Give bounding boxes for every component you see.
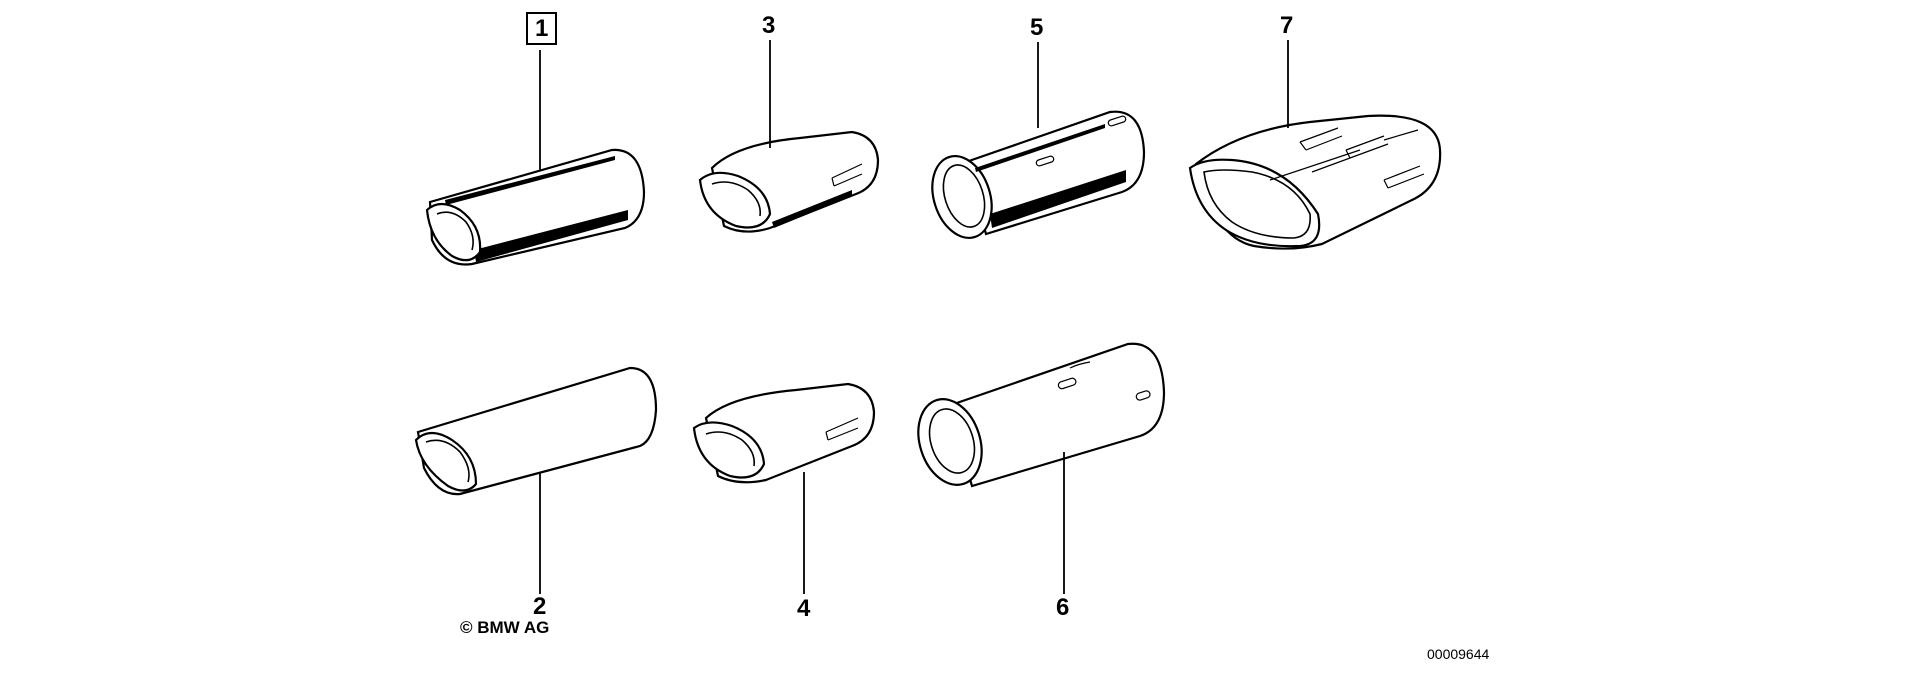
callout-2-label[interactable]: 2 bbox=[533, 593, 547, 620]
leader-lines bbox=[539, 40, 1289, 594]
part-2-exhaust-tip[interactable] bbox=[414, 366, 658, 496]
part-3-exhaust-tip[interactable] bbox=[698, 130, 880, 233]
callout-5-label[interactable]: 5 bbox=[1030, 14, 1044, 41]
part-6-exhaust-tip[interactable] bbox=[908, 342, 1166, 493]
callout-3-label[interactable]: 3 bbox=[762, 12, 776, 39]
callout-1-label[interactable]: 1 bbox=[526, 12, 558, 45]
part-1-exhaust-tip[interactable] bbox=[425, 148, 646, 266]
callout-4-label[interactable]: 4 bbox=[797, 595, 811, 622]
copyright-text: © BMW AG bbox=[460, 618, 550, 637]
part-4-exhaust-tip[interactable] bbox=[692, 382, 876, 484]
callout-7-label[interactable]: 7 bbox=[1280, 12, 1294, 39]
part-7-exhaust-tip[interactable] bbox=[1188, 114, 1442, 250]
callout-6-label[interactable]: 6 bbox=[1056, 594, 1070, 621]
diagram-id: 00009644 bbox=[1427, 646, 1490, 662]
part-5-exhaust-tip[interactable] bbox=[922, 110, 1146, 246]
